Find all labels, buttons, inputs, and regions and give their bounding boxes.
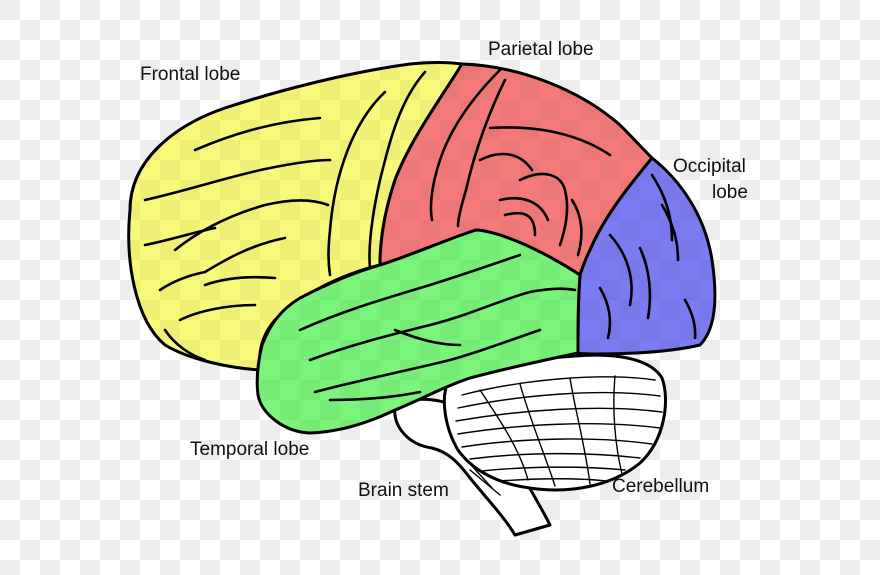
brainstem-label: Brain stem	[358, 480, 449, 501]
cerebellum-folia	[455, 375, 663, 496]
occipital-lobe-label-line2: lobe	[712, 182, 748, 203]
occipital-lobe-label-line1: Occipital	[673, 156, 746, 177]
brain-sulci	[143, 68, 697, 402]
parietal-lobe-label: Parietal lobe	[488, 39, 594, 60]
checker-overlay	[128, 62, 715, 433]
temporal-lobe-label: Temporal lobe	[190, 439, 309, 460]
frontal-lobe-label: Frontal lobe	[140, 64, 240, 85]
cerebellum-label: Cerebellum	[612, 476, 709, 497]
